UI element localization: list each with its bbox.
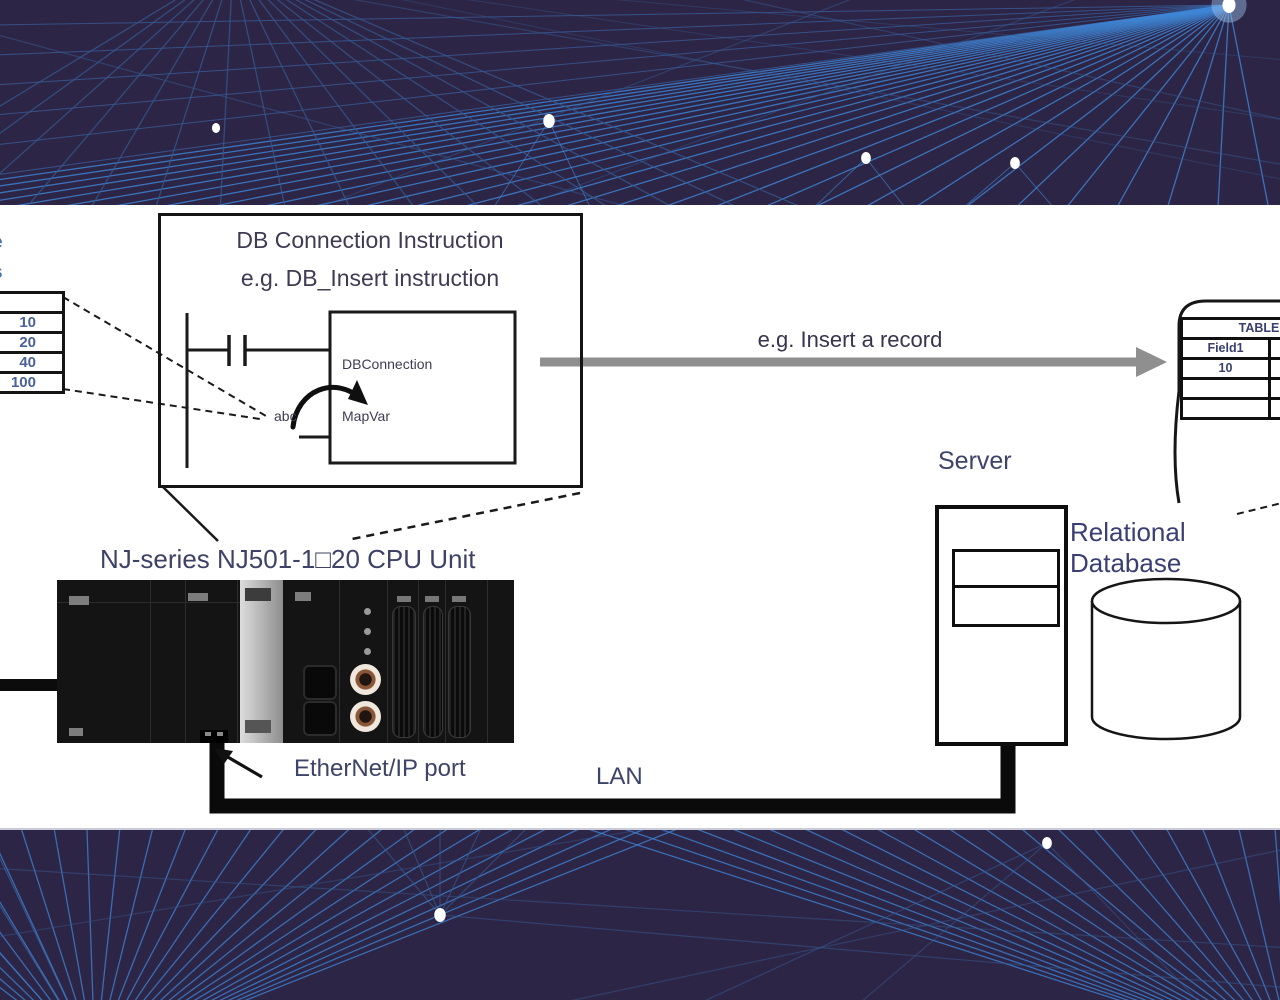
server-drive-bay — [955, 552, 1057, 588]
database-table-header: TABLE — [1183, 320, 1280, 340]
function-block-mapvar: MapVar — [342, 408, 390, 424]
server-tower — [935, 505, 1068, 746]
variable-value-table: 10 20 40 100 — [0, 291, 65, 394]
plexus-background-top — [0, 0, 1280, 205]
module-cap — [425, 596, 439, 602]
module-seam — [418, 580, 419, 743]
database-table-cell — [1271, 380, 1280, 397]
database-table-cell — [1271, 400, 1280, 417]
server-drive-bay — [955, 588, 1057, 624]
db-instruction-title: DB Connection Instruction — [160, 227, 580, 254]
ethernet-port-label: EtherNet/IP port — [294, 755, 466, 783]
variable-row: 100 — [0, 374, 62, 391]
plc-rack-photo — [57, 580, 514, 743]
module-seam — [387, 580, 388, 743]
db-instruction-box — [158, 213, 583, 488]
server-label: Server — [938, 447, 1012, 476]
module-seam — [237, 580, 238, 743]
io-slot — [392, 606, 416, 738]
database-table-cell — [1271, 340, 1280, 357]
status-led — [364, 648, 371, 655]
left-edge-text-fragment-2: s — [0, 262, 3, 284]
module-sticker — [295, 592, 311, 601]
eth-pointer — [226, 756, 262, 777]
database-table-field: Field1 — [1183, 340, 1271, 357]
status-led — [364, 628, 371, 635]
lan-label: LAN — [596, 763, 643, 791]
module-seam — [445, 580, 446, 743]
coax-connector — [350, 664, 381, 695]
module-seam — [339, 580, 340, 743]
module-seam — [185, 580, 186, 743]
database-table-cell — [1271, 360, 1280, 377]
relational-database-label: Relational Database — [1070, 517, 1280, 579]
status-led — [364, 608, 371, 615]
module-cap — [452, 596, 466, 602]
io-slot — [423, 606, 443, 738]
variable-row: 40 — [0, 354, 62, 374]
module-cap — [397, 596, 411, 602]
db-instruction-subtitle: e.g. DB_Insert instruction — [160, 265, 580, 292]
variable-abc-label: abc — [274, 408, 297, 424]
module-sticker — [69, 596, 89, 605]
variable-row: 20 — [0, 334, 62, 354]
db-cylinder-top — [1092, 579, 1240, 623]
port-pin — [205, 732, 211, 736]
function-block-name: DBConnection — [342, 356, 432, 372]
server-drive-bays — [952, 549, 1060, 627]
leader-reldb-dashed — [1237, 501, 1280, 514]
cpu-label-print — [245, 720, 271, 733]
module-sticker — [188, 593, 208, 601]
plexus-background-bottom — [0, 828, 1280, 1000]
ethernet-jack — [303, 665, 337, 700]
port-pin — [217, 732, 223, 736]
flow-arrowhead — [1136, 347, 1167, 377]
variable-row: 10 — [0, 314, 62, 334]
variable-row — [0, 294, 62, 314]
module-seam — [487, 580, 488, 743]
leader-box-solid — [162, 486, 218, 541]
cpu-unit-label: NJ-series NJ501-1□20 CPU Unit — [100, 544, 476, 575]
cpu-label-print — [245, 588, 271, 601]
cpu-module-faceplate — [240, 580, 283, 743]
database-table: TABLE Field1 10 — [1180, 317, 1280, 420]
database-table-empty — [1183, 400, 1271, 417]
module-seam — [150, 580, 151, 743]
left-edge-text-fragment-1: e — [0, 232, 3, 254]
coax-connector — [350, 701, 381, 732]
database-table-empty — [1183, 380, 1271, 397]
module-sticker — [69, 728, 83, 736]
database-table-value: 10 — [1183, 360, 1271, 377]
leader-box-dashed — [347, 493, 580, 540]
ethernet-jack — [303, 701, 337, 736]
io-slot — [448, 606, 471, 738]
diagram-canvas: DB Connection Instruction e.g. DB_Insert… — [0, 205, 1280, 830]
flow-arrow-label: e.g. Insert a record — [640, 327, 1060, 353]
